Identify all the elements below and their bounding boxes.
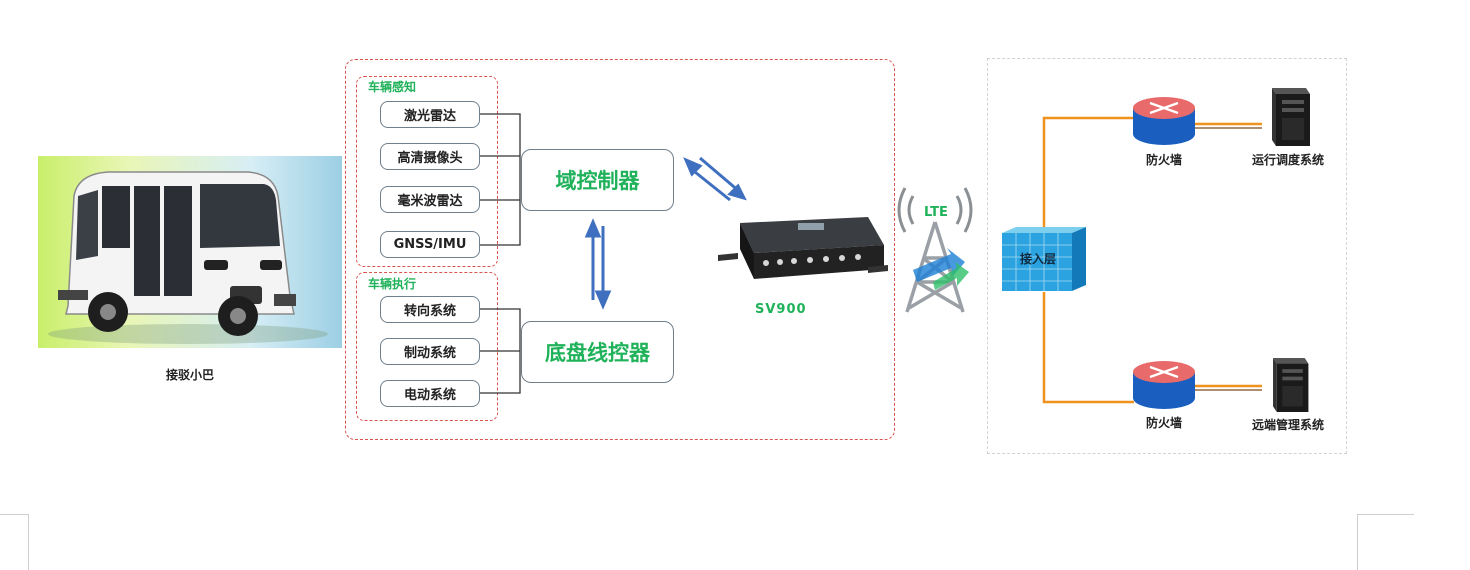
sv900-label: SV900 (755, 302, 807, 317)
lidar-box: 激光雷达 (380, 101, 480, 128)
firewall-bottom-label: 防火墙 (1145, 416, 1182, 430)
vehicle-caption: 接驳小巴 (165, 368, 214, 382)
actuation-group (356, 272, 498, 421)
page-corner-right (1357, 514, 1414, 570)
chassis-controller-box: 底盘线控器 (521, 321, 674, 383)
firewall-bottom-icon (1133, 361, 1195, 409)
perception-group (356, 76, 498, 267)
vehicle-system-container (345, 59, 895, 440)
access-layer-label: 接入层 (1019, 252, 1056, 266)
hd-camera-box: 高清摄像头 (380, 143, 480, 170)
shuttle-bus-image (48, 171, 328, 344)
sv900-device-image (718, 217, 888, 279)
access-layer-switch-icon (1002, 227, 1086, 291)
mmwave-radar-box: 毫米波雷达 (380, 186, 480, 213)
firewall-top-icon (1133, 97, 1195, 145)
server-bottom-label: 远端管理系统 (1251, 418, 1324, 432)
lte-label: LTE (924, 205, 948, 220)
lte-tower-icon (897, 187, 973, 313)
server-bottom-icon (1273, 358, 1309, 412)
server-top-label: 运行调度系统 (1251, 153, 1324, 167)
firewall-top-label: 防火墙 (1145, 153, 1182, 167)
electric-drive-box: 电动系统 (380, 380, 480, 407)
perception-group-label: 车辆感知 (368, 80, 417, 94)
braking-system-box: 制动系统 (380, 338, 480, 365)
page-corner-left (0, 514, 29, 570)
server-top-icon (1272, 88, 1310, 146)
steering-system-box: 转向系统 (380, 296, 480, 323)
gnss-imu-box: GNSS/IMU (380, 231, 480, 258)
network-panel (987, 58, 1347, 454)
domain-controller-box: 域控制器 (521, 149, 674, 211)
actuation-group-label: 车辆执行 (368, 277, 417, 291)
